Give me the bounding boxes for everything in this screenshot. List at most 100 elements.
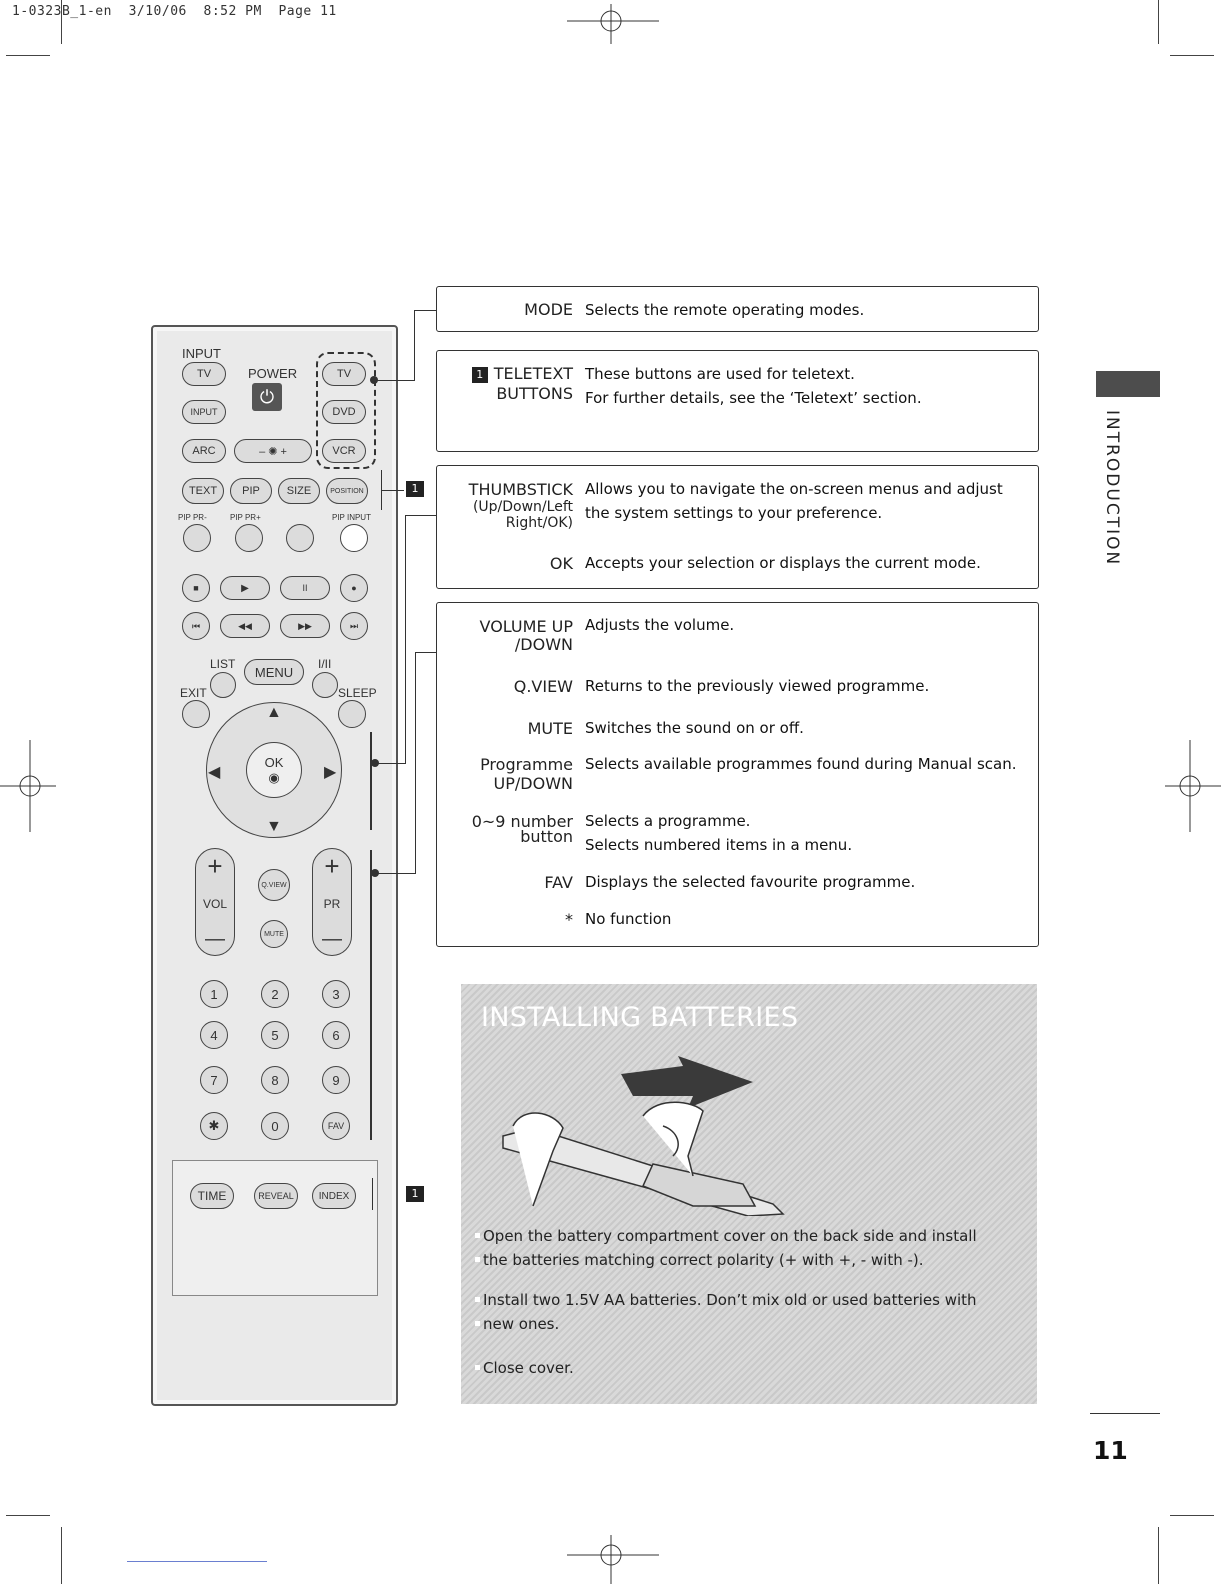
text-button[interactable]: TEXT xyxy=(182,478,224,504)
pip-input-button[interactable] xyxy=(340,524,368,552)
installing-batteries-panel: INSTALLING BATTERIES Open the battery co… xyxy=(461,984,1037,1404)
mute-term: MUTE xyxy=(527,719,573,738)
sleep-button[interactable] xyxy=(338,700,366,728)
rewind-button[interactable]: ◀◀ xyxy=(220,614,270,638)
input-button[interactable]: INPUT xyxy=(182,400,226,424)
bracket-line xyxy=(370,732,372,830)
fast-forward-button[interactable]: ▶▶ xyxy=(280,614,330,638)
ok-button[interactable]: OK ◉ xyxy=(246,742,302,798)
stop-button[interactable]: ■ xyxy=(182,574,210,602)
arc-button[interactable]: ARC xyxy=(182,439,226,463)
registration-mark-icon xyxy=(0,740,56,832)
mute-button[interactable]: MUTE xyxy=(260,920,288,948)
right-button[interactable]: ▶ xyxy=(324,764,337,781)
record-button[interactable]: ● xyxy=(340,574,368,602)
battery-step-2: Install two 1.5V AA batteries. Don’t mix… xyxy=(475,1288,977,1312)
qview-button[interactable]: Q.VIEW xyxy=(258,869,290,901)
mode-vcr-button[interactable]: VCR xyxy=(322,439,366,463)
power-button[interactable]: ⏻ xyxy=(252,383,282,411)
programme-term: Programme xyxy=(480,755,573,774)
mode-button-group xyxy=(316,352,376,469)
connector-line xyxy=(374,380,414,381)
connector-line xyxy=(405,515,436,516)
connector-line xyxy=(414,310,436,311)
ok-term: OK xyxy=(549,554,573,573)
crop-mark xyxy=(61,1527,62,1584)
bracket-line xyxy=(370,850,372,1140)
pip-pr-plus-label: PIP PR+ xyxy=(230,513,261,522)
thumbstick-desc-line1: Allows you to navigate the on-screen men… xyxy=(585,480,1003,498)
exit-button[interactable] xyxy=(182,700,210,728)
programme-label: PR xyxy=(323,896,341,911)
pip-pr-minus-button[interactable] xyxy=(183,524,211,552)
mode-dvd-button[interactable]: DVD xyxy=(322,400,366,424)
battery-step-3: Close cover. xyxy=(475,1356,574,1380)
skip-back-button[interactable]: ⏮ xyxy=(182,612,210,640)
number-8-button[interactable]: 8 xyxy=(261,1066,289,1094)
volume-term: VOLUME UP xyxy=(479,617,573,636)
pip-pr-minus-label: PIP PR- xyxy=(178,513,207,522)
battery-step-2-cont: new ones. xyxy=(474,1312,559,1336)
page-number: 11 xyxy=(1093,1436,1128,1465)
number-desc-line2: Selects numbered items in a menu. xyxy=(585,836,853,854)
print-slug: 1-0323B_1-en 3/10/06 8:52 PM Page 11 xyxy=(12,4,337,19)
tv-input-button[interactable]: TV xyxy=(182,362,226,386)
section-tab-label: INTRODUCTION xyxy=(1102,410,1122,567)
programme-rocker[interactable]: + PR — xyxy=(312,848,352,956)
teletext-desc-line2: For further details, see the ‘Teletext’ … xyxy=(585,389,922,407)
bracket-line xyxy=(372,1178,373,1210)
teletext-desc-line1: These buttons are used for teletext. xyxy=(585,365,855,383)
thumbstick-term: THUMBSTICK xyxy=(468,480,573,499)
number-5-button[interactable]: 5 xyxy=(261,1021,289,1049)
brightness-button[interactable]: – ✺ + xyxy=(234,439,312,463)
number-6-button[interactable]: 6 xyxy=(322,1021,350,1049)
star-button[interactable]: ✱ xyxy=(200,1112,228,1140)
mode-tv-button[interactable]: TV xyxy=(322,362,366,386)
crop-mark xyxy=(61,0,62,44)
left-button[interactable]: ◀ xyxy=(208,764,221,781)
i-ii-button[interactable] xyxy=(312,672,338,698)
controls-box: VOLUME UP /DOWN Adjusts the volume. Q.VI… xyxy=(436,602,1039,947)
qview-desc: Returns to the previously viewed program… xyxy=(585,677,930,695)
list-button[interactable] xyxy=(210,672,236,698)
index-button[interactable]: INDEX xyxy=(312,1183,356,1209)
number-1-button[interactable]: 1 xyxy=(200,980,228,1008)
number-3-button[interactable]: 3 xyxy=(322,980,350,1008)
volume-rocker[interactable]: + VOL — xyxy=(195,848,235,956)
pip-button[interactable]: PIP xyxy=(230,478,272,504)
up-button[interactable]: ▲ xyxy=(266,704,282,721)
batteries-title: INSTALLING BATTERIES xyxy=(481,1002,799,1033)
teletext-marker-badge: 1 xyxy=(406,481,424,497)
position-button[interactable]: POSITION xyxy=(326,478,368,504)
down-button[interactable]: ▼ xyxy=(266,818,282,835)
number-7-button[interactable]: 7 xyxy=(200,1066,228,1094)
thumbstick-box: THUMBSTICK (Up/Down/Left Right/OK) Allow… xyxy=(436,465,1039,589)
connector-dot xyxy=(370,376,378,384)
crop-mark xyxy=(127,1561,267,1562)
battery-step-1: Open the battery compartment cover on th… xyxy=(475,1224,977,1248)
pip-pr-plus-button[interactable] xyxy=(235,524,263,552)
list-label: LIST xyxy=(210,657,236,671)
crop-mark xyxy=(1170,55,1214,56)
menu-button[interactable]: MENU xyxy=(244,659,304,685)
qview-term: Q.VIEW xyxy=(513,677,573,696)
programme-up-icon: + xyxy=(324,851,340,881)
number-term-line2: button xyxy=(520,827,573,846)
reveal-button[interactable]: REVEAL xyxy=(254,1183,298,1209)
skip-forward-button[interactable]: ⏭ xyxy=(340,612,368,640)
pause-button[interactable]: II xyxy=(280,576,330,600)
swap-button[interactable] xyxy=(286,524,314,552)
number-9-button[interactable]: 9 xyxy=(322,1066,350,1094)
number-2-button[interactable]: 2 xyxy=(261,980,289,1008)
size-button[interactable]: SIZE xyxy=(278,478,320,504)
time-button[interactable]: TIME xyxy=(190,1183,234,1209)
number-0-button[interactable]: 0 xyxy=(261,1112,289,1140)
play-button[interactable]: ▶ xyxy=(220,576,270,600)
star-term: * xyxy=(565,910,573,929)
number-4-button[interactable]: 4 xyxy=(200,1021,228,1049)
connector-line xyxy=(373,873,415,874)
teletext-panel xyxy=(172,1160,378,1296)
fav-button[interactable]: FAV xyxy=(322,1112,350,1140)
sleep-label: SLEEP xyxy=(338,686,377,700)
bracket-line xyxy=(381,470,382,510)
